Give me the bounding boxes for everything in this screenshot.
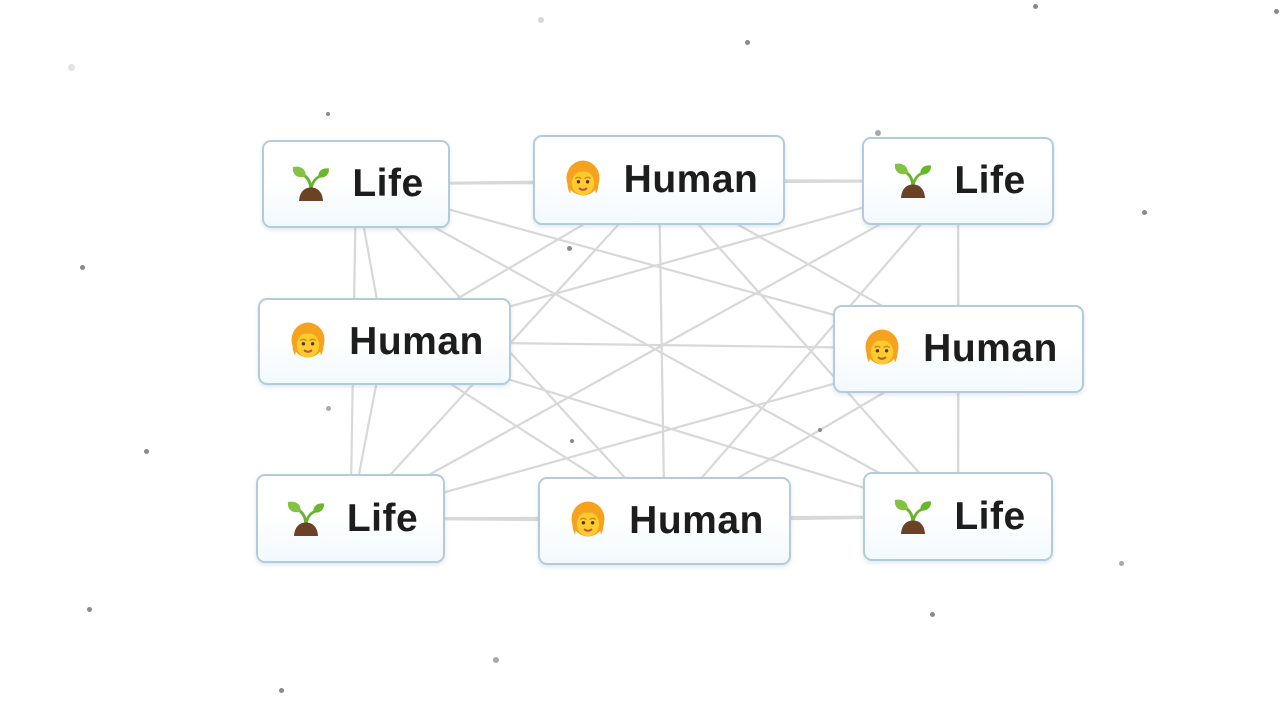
particle-dot bbox=[538, 17, 544, 23]
element-card-label: Human bbox=[623, 158, 759, 201]
seedling-icon bbox=[890, 494, 936, 540]
element-card-human[interactable]: Human bbox=[538, 477, 791, 565]
person-icon bbox=[285, 319, 331, 365]
particle-dot bbox=[1141, 209, 1147, 215]
particle-dot bbox=[67, 63, 75, 71]
particle-dot bbox=[493, 657, 499, 663]
particle-dot bbox=[818, 428, 822, 432]
particle-dot bbox=[1118, 560, 1124, 566]
particle-dot bbox=[570, 439, 574, 443]
particle-dot bbox=[875, 130, 881, 136]
particle-dot bbox=[325, 405, 331, 411]
particle-dot bbox=[86, 606, 92, 612]
element-card-label: Human bbox=[349, 319, 484, 363]
element-card-label: Life bbox=[352, 162, 424, 205]
particle-dot bbox=[326, 112, 330, 116]
element-card-label: Life bbox=[954, 494, 1026, 538]
person-icon bbox=[565, 498, 611, 544]
particle-dot bbox=[79, 264, 85, 270]
particle-dot bbox=[143, 448, 149, 454]
particle-dot bbox=[1032, 3, 1038, 9]
particle-dot bbox=[929, 611, 935, 617]
element-card-label: Human bbox=[629, 499, 764, 542]
connection-line bbox=[657, 179, 666, 522]
particle-dot bbox=[1273, 8, 1279, 14]
seedling-icon bbox=[288, 161, 334, 207]
element-card-label: Life bbox=[346, 496, 419, 540]
particle-dot bbox=[278, 687, 284, 693]
particle-dot bbox=[744, 39, 750, 45]
element-card-label: Life bbox=[954, 159, 1026, 202]
element-card-human[interactable]: Human bbox=[533, 135, 785, 225]
element-card-life[interactable]: Life bbox=[256, 474, 445, 563]
person-icon bbox=[560, 157, 606, 203]
seedling-icon bbox=[890, 158, 936, 204]
person-icon bbox=[859, 326, 905, 372]
element-card-label: Human bbox=[923, 327, 1058, 370]
element-card-life[interactable]: Life bbox=[262, 140, 450, 228]
element-card-human[interactable]: Human bbox=[833, 305, 1084, 393]
seedling-icon bbox=[283, 496, 329, 542]
particle-dot bbox=[566, 245, 572, 251]
element-card-life[interactable]: Life bbox=[863, 472, 1053, 561]
element-card-life[interactable]: Life bbox=[862, 137, 1054, 225]
element-card-human[interactable]: Human bbox=[258, 298, 511, 385]
